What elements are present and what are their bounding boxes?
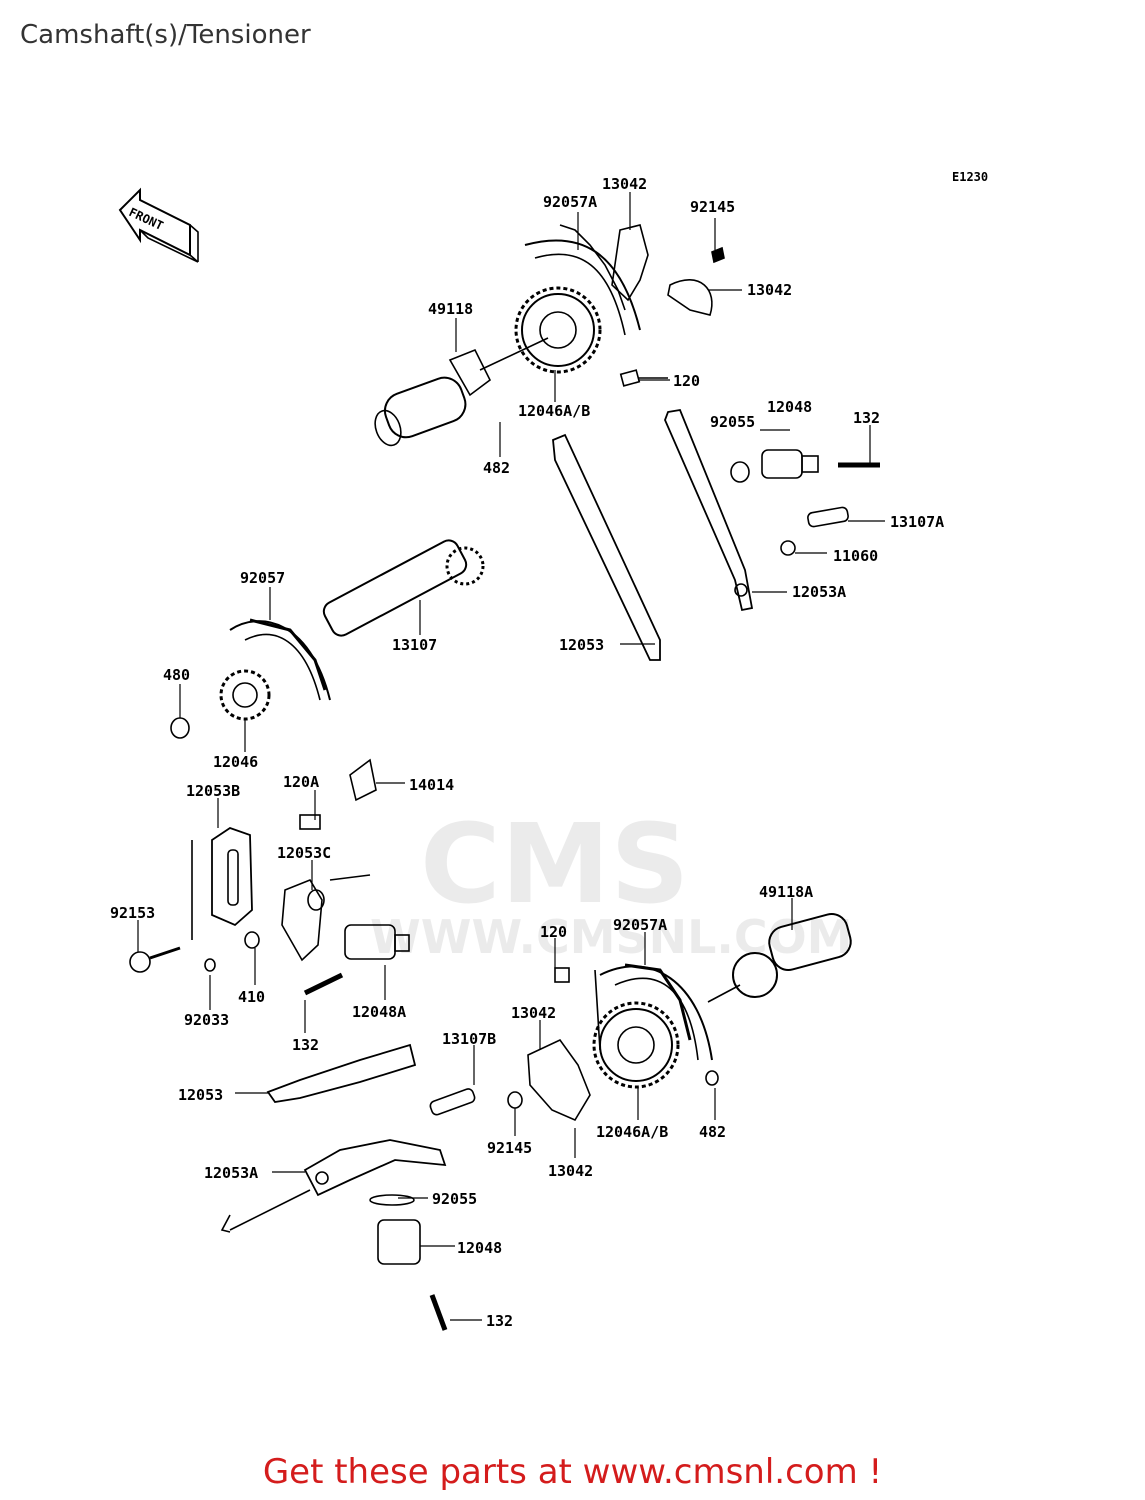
part-label-12053C[interactable]: 12053C	[277, 844, 332, 862]
part-label-120A[interactable]: 120A	[283, 773, 320, 791]
lower-tensioner-12048-icon	[369, 1194, 448, 1331]
upper-sprocket-icon	[514, 286, 602, 374]
part-label-132[interactable]: 132	[486, 1312, 514, 1330]
part-label-13107B[interactable]: 13107B	[442, 1030, 497, 1048]
part-label-13107[interactable]: 13107	[392, 636, 438, 654]
part-label-92055[interactable]: 92055	[710, 413, 756, 431]
part-label-12048[interactable]: 12048	[767, 398, 813, 416]
diagram-code: E1230	[952, 170, 989, 184]
upper-cam-chain	[524, 224, 641, 336]
part-label-12053[interactable]: 12053	[559, 636, 605, 654]
lower-guide-12053A-icon	[220, 1139, 447, 1233]
part-label-12046A-B[interactable]: 12046A/B	[518, 402, 591, 420]
part-label-13042[interactable]: 13042	[548, 1162, 594, 1180]
part-label-92057A[interactable]: 92057A	[543, 193, 598, 211]
part-label-120[interactable]: 120	[540, 923, 568, 941]
part-label-482[interactable]: 482	[483, 459, 511, 477]
part-label-132[interactable]: 132	[292, 1036, 320, 1054]
part-label-12048A[interactable]: 12048A	[352, 1003, 407, 1021]
watermark-logo: CMS	[420, 800, 690, 928]
part-label-92153[interactable]: 92153	[110, 904, 156, 922]
bolt-icon	[619, 369, 668, 387]
upper-guide-plate-icon	[611, 224, 725, 316]
tensioner-12048A-icon	[303, 874, 410, 996]
part-label-12053B[interactable]: 12053B	[186, 782, 241, 800]
part-label-13042[interactable]: 13042	[747, 281, 793, 299]
part-label-12053A[interactable]: 12053A	[204, 1164, 259, 1182]
part-label-92033[interactable]: 92033	[184, 1011, 230, 1029]
lower-chain-guide-12053-icon	[266, 1043, 417, 1103]
leader-lines	[137, 192, 885, 1321]
part-label-480[interactable]: 480	[163, 666, 191, 684]
part-label-49118A[interactable]: 49118A	[759, 883, 814, 901]
part-label-13042[interactable]: 13042	[511, 1004, 557, 1022]
part-label-92145[interactable]: 92145	[690, 198, 736, 216]
part-label-132[interactable]: 132	[853, 409, 881, 427]
footer-link[interactable]: Get these parts at www.cmsnl.com !	[262, 1452, 883, 1492]
chain-92057-icon	[229, 618, 331, 701]
part-label-12046[interactable]: 12046	[213, 753, 259, 771]
upper-camshaft-icon	[374, 337, 549, 447]
shaft-13107-icon	[322, 539, 485, 637]
bolt-92153-icon	[129, 931, 260, 973]
part-label-92055[interactable]: 92055	[432, 1190, 478, 1208]
part-label-12046A-B[interactable]: 12046A/B	[596, 1123, 669, 1141]
part-label-410[interactable]: 410	[238, 988, 266, 1006]
bracket-12053C-icon	[281, 758, 377, 962]
part-label-92057[interactable]: 92057	[240, 569, 286, 587]
upper-chain-guide-icon	[552, 408, 754, 661]
part-label-11060[interactable]: 11060	[833, 547, 879, 565]
lower-guide-plate-icon	[507, 1038, 719, 1122]
part-label-12053A[interactable]: 12053A	[792, 583, 847, 601]
lower-camshaft-icon	[707, 912, 852, 1003]
bolt-13107B-icon	[429, 1088, 476, 1116]
lower-sprocket-icon	[554, 967, 680, 1089]
part-label-14014[interactable]: 14014	[409, 776, 455, 794]
part-label-12053[interactable]: 12053	[178, 1086, 224, 1104]
part-label-120[interactable]: 120	[673, 372, 701, 390]
part-label-12048[interactable]: 12048	[457, 1239, 503, 1257]
part-label-13107A[interactable]: 13107A	[890, 513, 945, 531]
part-label-49118[interactable]: 49118	[428, 300, 474, 318]
page-title: Camshaft(s)/Tensioner	[20, 20, 311, 50]
upper-tensioner-icon	[730, 449, 880, 556]
lower-guide-12053B-icon	[191, 827, 253, 940]
part-label-92145[interactable]: 92145	[487, 1139, 533, 1157]
part-label-13042[interactable]: 13042	[602, 175, 648, 193]
part-label-482[interactable]: 482	[699, 1123, 727, 1141]
lower-cam-chain	[599, 963, 713, 1061]
part-label-92057A[interactable]: 92057A	[613, 916, 668, 934]
front-arrow-icon	[118, 187, 199, 263]
